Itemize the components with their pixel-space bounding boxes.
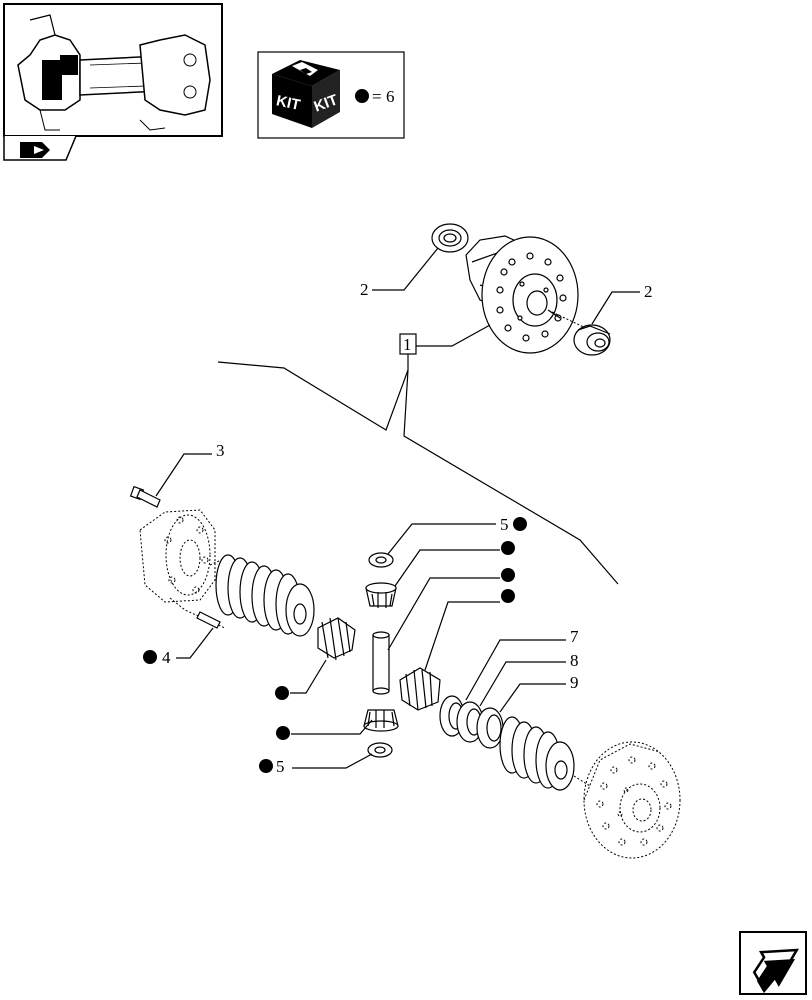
svg-text:1: 1 xyxy=(403,335,412,354)
page-turn-icon xyxy=(20,142,50,158)
svg-text:3: 3 xyxy=(216,441,225,460)
next-page-button[interactable] xyxy=(739,931,807,995)
side-gear-right xyxy=(399,667,441,711)
right-housing-half xyxy=(583,741,681,859)
thrust-washer-top xyxy=(368,552,394,568)
kit-bullet-icon xyxy=(355,89,369,103)
differential-assembly xyxy=(431,223,611,356)
cross-shaft xyxy=(372,631,390,695)
callout-1: 1 xyxy=(217,324,619,585)
kit-number: 6 xyxy=(386,87,395,106)
ring-9 xyxy=(476,707,504,749)
clutch-pack-left xyxy=(209,554,315,637)
pin xyxy=(196,611,221,629)
callout-7: 7 xyxy=(465,627,579,701)
callout-8: 8 xyxy=(479,651,579,707)
axle-assembly-icon xyxy=(17,14,211,131)
kit-equals-sign: = xyxy=(372,87,382,106)
pinion-gear-top xyxy=(365,582,397,608)
thumbnail-frame[interactable] xyxy=(3,3,223,137)
bolt xyxy=(129,485,161,508)
kit-box-icon: KIT KIT xyxy=(272,60,340,128)
thrust-washer-bottom xyxy=(367,742,393,758)
callout-5-top: 5 xyxy=(387,515,527,555)
bearing-right xyxy=(573,324,611,356)
pinion-gear-bottom xyxy=(363,709,399,732)
svg-text:5: 5 xyxy=(500,515,509,534)
callout-shaft xyxy=(387,568,515,651)
callout-pinion-top xyxy=(394,541,515,587)
svg-text:8: 8 xyxy=(570,651,579,670)
callout-side-gear-right xyxy=(424,589,515,671)
callout-5-bottom: 5 xyxy=(259,753,373,776)
callout-2-right: 2 xyxy=(591,282,653,325)
next-page-arrow-icon xyxy=(752,948,800,994)
callout-9: 9 xyxy=(499,673,579,713)
bearing-left xyxy=(431,223,469,253)
page-turn-tab[interactable] xyxy=(3,135,77,161)
svg-text:5: 5 xyxy=(276,757,285,776)
callout-pinion-bottom xyxy=(276,719,373,740)
callout-3: 3 xyxy=(155,441,225,497)
side-gear-left xyxy=(317,617,356,661)
left-housing-half xyxy=(139,509,226,629)
callout-2-left: 2 xyxy=(360,247,439,299)
svg-text:4: 4 xyxy=(162,648,171,667)
svg-text:7: 7 xyxy=(570,627,579,646)
svg-text:2: 2 xyxy=(360,280,369,299)
callout-side-gear-left xyxy=(275,659,327,700)
callout-4: 4 xyxy=(143,627,214,667)
kit-legend: KIT KIT = 6 xyxy=(257,51,405,139)
clutch-pack-right xyxy=(499,716,591,791)
kit-label-left: KIT xyxy=(275,92,302,114)
svg-text:9: 9 xyxy=(570,673,579,692)
svg-text:2: 2 xyxy=(644,282,653,301)
